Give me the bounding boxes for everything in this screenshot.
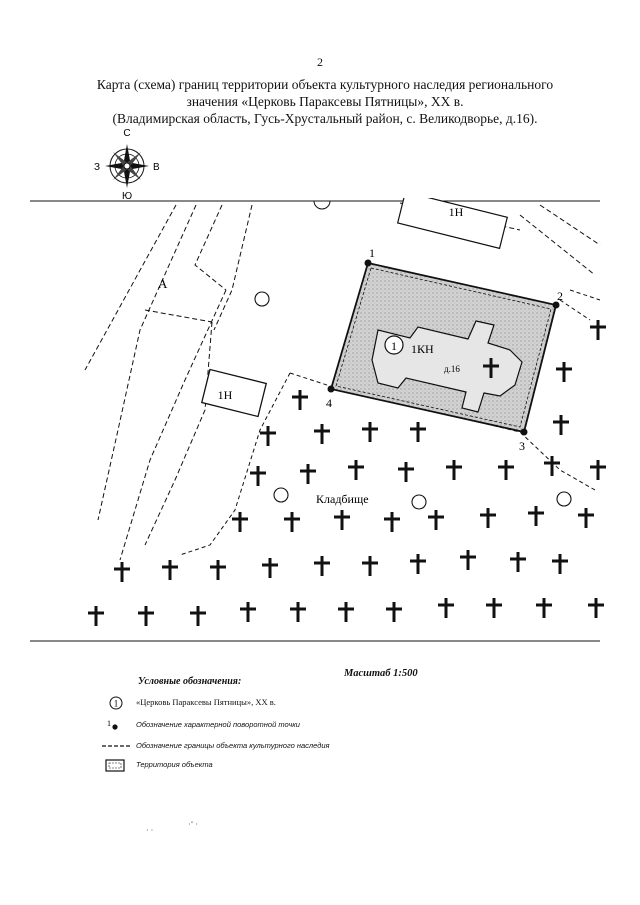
grave-cross-icon <box>260 426 276 446</box>
legend-text-boundary: Обозначение границы объекта культурного … <box>136 741 330 750</box>
road-label: А <box>158 276 168 291</box>
grave-crosses <box>88 320 606 626</box>
document-title: Карта (схема) границ территории объекта … <box>40 76 610 127</box>
grave-cross-icon <box>398 462 414 482</box>
point-label-4: 4 <box>326 396 332 410</box>
grave-cross-icon <box>190 606 206 626</box>
grave-cross-icon <box>438 598 454 618</box>
grave-cross-icon <box>162 560 178 580</box>
compass-east: В <box>153 162 160 173</box>
grave-cross-icon <box>88 606 104 626</box>
map-scale: Масштаб 1:500 <box>344 668 418 679</box>
compass-rose-icon: С Ю З В <box>94 128 160 200</box>
building-top-label: 1Н <box>449 205 464 219</box>
top-circle <box>313 200 331 210</box>
legend-symbol-label-1: 1 <box>114 699 119 709</box>
point-label-1: 1 <box>369 246 375 260</box>
dashed-line-icon <box>102 745 130 747</box>
circle-number-icon: 1 <box>109 696 123 710</box>
grave-cross-icon <box>314 424 330 444</box>
house-number-label: д.16 <box>444 364 460 374</box>
church-label: 1КН <box>411 342 434 356</box>
grave-cross-icon <box>114 562 130 582</box>
title-line-1: Карта (схема) границ территории объекта … <box>96 77 554 92</box>
building-top <box>396 198 509 250</box>
site-map: 1Н 1Н 1 1КН д.16 1 2 3 4 А Кладбище <box>30 198 606 642</box>
building-left-label: 1Н <box>218 388 233 402</box>
grave-cross-icon <box>536 598 552 618</box>
grave-cross-icon <box>386 602 402 622</box>
legend-item-boundary: Обозначение границы объекта культурного … <box>100 739 520 753</box>
turning-points <box>327 259 560 436</box>
road-lines <box>84 202 601 561</box>
church-cross-icon <box>483 358 499 378</box>
grave-cross-icon <box>292 390 308 410</box>
grave-cross-icon <box>590 320 606 340</box>
grave-cross-icon <box>348 460 364 480</box>
grave-cross-icon <box>486 598 502 618</box>
compass-north: С <box>123 128 130 139</box>
grave-cross-icon <box>446 460 462 480</box>
compass-west: З <box>94 162 100 173</box>
legend-item-object: 1 «Церковь Параксевы Пятницы», XX в. <box>100 696 520 710</box>
point-label-3: 3 <box>519 439 525 453</box>
grave-cross-icon <box>460 550 476 570</box>
grave-cross-icon <box>553 415 569 435</box>
building-left <box>200 368 268 418</box>
scan-speck: · · <box>146 826 154 835</box>
church-number-circle <box>384 335 404 355</box>
grave-cross-icon <box>498 460 514 480</box>
cemetery-boundary <box>179 372 596 556</box>
grave-cross-icon <box>334 510 350 530</box>
legend-text-territory: Территория объекта <box>136 760 213 769</box>
title-line-3: (Владимирская область, Гусь-Хрустальный … <box>112 111 538 126</box>
legend-title: Условные обозначения: <box>138 676 242 687</box>
grave-cross-icon <box>510 552 526 572</box>
grave-cross-icon <box>588 598 604 618</box>
legend-item-territory: Территория объекта <box>100 758 520 772</box>
grave-cross-icon <box>410 554 426 574</box>
grave-cross-icon <box>578 508 594 528</box>
grave-cross-icon <box>384 512 400 532</box>
grave-cross-icon <box>284 512 300 532</box>
grave-cross-icon <box>528 506 544 526</box>
scan-speck: ·˘ · <box>188 820 198 829</box>
grave-cross-icon <box>362 422 378 442</box>
grave-cross-icon <box>362 556 378 576</box>
grave-cross-icon <box>410 422 426 442</box>
compass-south: Ю <box>122 191 132 200</box>
grave-cross-icon <box>314 556 330 576</box>
tree-circles <box>254 291 572 510</box>
legend-item-point: 1 Обозначение характерной поворотной точ… <box>100 718 520 732</box>
grave-cross-icon <box>480 508 496 528</box>
grave-cross-icon <box>138 606 154 626</box>
cemetery-boundary-east <box>559 289 601 321</box>
grave-cross-icon <box>300 464 316 484</box>
territory-inner-dash <box>335 267 552 428</box>
title-line-2: значения «Церковь Параксевы Пятницы», XX… <box>186 94 464 109</box>
grave-cross-icon <box>552 554 568 574</box>
grave-cross-icon <box>428 510 444 530</box>
legend-text-object: «Церковь Параксевы Пятницы», XX в. <box>136 697 276 707</box>
territory-box-icon <box>105 759 125 772</box>
legend-text-point: Обозначение характерной поворотной точки <box>136 720 300 729</box>
grave-cross-icon <box>590 460 606 480</box>
grave-cross-icon <box>250 466 266 486</box>
page-number: 2 <box>317 55 323 69</box>
grave-cross-icon <box>556 362 572 382</box>
point-label-2: 2 <box>557 289 563 303</box>
grave-cross-icon <box>240 602 256 622</box>
cemetery-label: Кладбище <box>316 492 369 506</box>
grave-cross-icon <box>262 558 278 578</box>
grave-cross-icon <box>232 512 248 532</box>
church-number: 1 <box>391 339 397 353</box>
legend-symbol-label-2: 1 <box>107 719 111 728</box>
grave-cross-icon <box>544 456 560 476</box>
church-outline <box>371 320 523 413</box>
grave-cross-icon <box>210 560 226 580</box>
point-marker-icon: 1 <box>107 719 118 730</box>
grave-cross-icon <box>338 602 354 622</box>
grave-cross-icon <box>290 602 306 622</box>
